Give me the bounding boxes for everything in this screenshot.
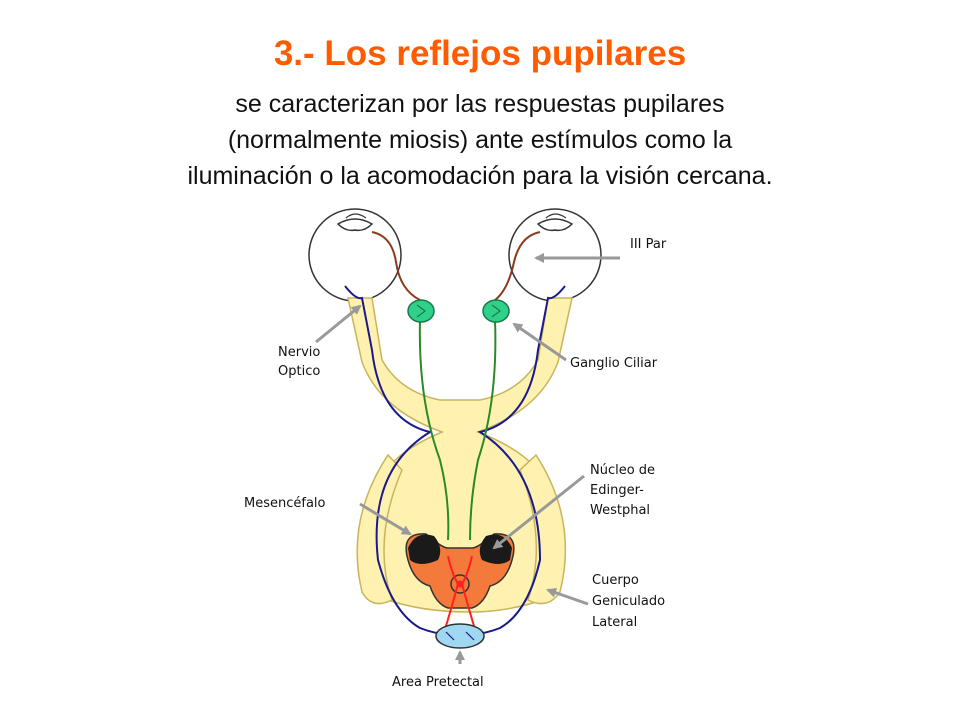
label-cuerpo-line2: Geniculado — [592, 594, 665, 609]
label-nucleo-line3: Westphal — [590, 503, 650, 518]
label-arrows — [315, 253, 620, 664]
ciliary-ganglion-left — [407, 299, 435, 323]
optic-radiation-right — [519, 453, 567, 605]
label-cuerpo-line3: Lateral — [592, 615, 637, 630]
ciliary-ganglion-right — [482, 299, 510, 323]
pretectal-area — [435, 623, 485, 649]
slide-title: 3.- Los reflejos pupilares — [273, 34, 687, 73]
label-nervio-optico-line2: Optico — [278, 364, 320, 379]
optic-radiation-left — [356, 453, 403, 605]
edinger-westphal-nucleus-left — [408, 534, 441, 564]
label-iii-par: III Par — [630, 237, 667, 252]
label-cuerpo-line1: Cuerpo — [592, 573, 639, 588]
right-eye — [508, 208, 602, 302]
subtitle-line-3: iluminación o la acomodación para la vis… — [187, 162, 773, 190]
aqueduct — [450, 574, 470, 594]
green-fibers — [418, 319, 497, 541]
red-fibers — [445, 555, 475, 627]
label-mesencefalo: Mesencéfalo — [244, 496, 326, 511]
left-eye — [308, 208, 402, 302]
blue-fibers — [344, 285, 566, 635]
label-area-pretectal: Area Pretectal — [392, 675, 484, 690]
label-ganglio-ciliar: Ganglio Ciliar — [570, 356, 658, 371]
label-nervio-optico-line1: Nervio — [278, 345, 320, 360]
label-nucleo-line2: Edinger- — [590, 483, 644, 498]
brown-fibers — [371, 231, 541, 301]
subtitle-line-1: se caracterizan por las respuestas pupil… — [235, 90, 725, 118]
label-nucleo-line1: Núcleo de — [590, 463, 655, 478]
slide-subtitle: se caracterizan por las respuestas pupil… — [60, 86, 900, 194]
subtitle-line-2: (normalmente miosis) ante estímulos como… — [227, 126, 733, 154]
